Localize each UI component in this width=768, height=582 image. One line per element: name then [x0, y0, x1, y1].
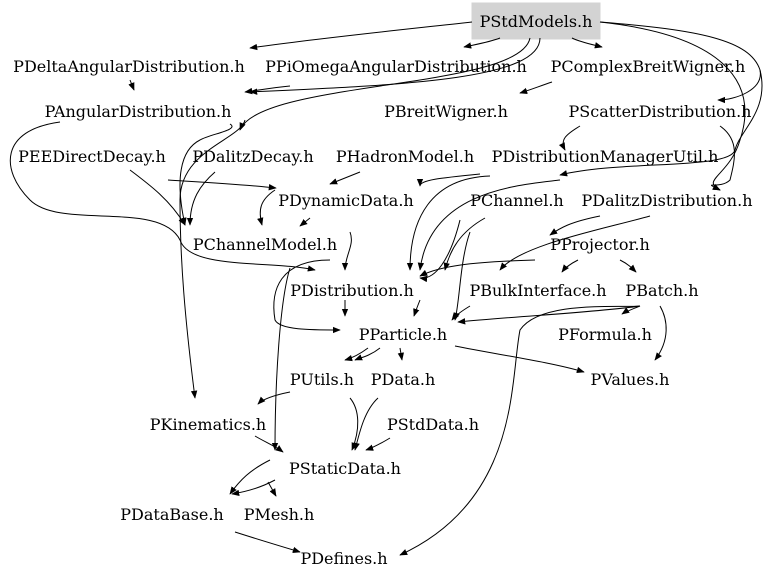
edge — [341, 231, 352, 271]
node-pstddata[interactable]: PStdData.h — [387, 415, 479, 434]
edge — [167, 179, 277, 191]
node-pparticle[interactable]: PParticle.h — [359, 325, 447, 344]
node-pbatch[interactable]: PBatch.h — [625, 281, 698, 300]
node-pdefines[interactable]: PDefines.h — [300, 549, 387, 568]
node-pdistribution[interactable]: PDistribution.h — [290, 281, 414, 300]
node-pstdmodels[interactable]: PStdModels.h — [480, 12, 593, 31]
edge — [271, 267, 291, 451]
edge — [257, 189, 276, 226]
edge — [179, 119, 246, 399]
edge — [354, 347, 381, 361]
edge — [329, 171, 361, 185]
edge — [654, 305, 667, 361]
edge — [254, 435, 284, 453]
edge — [451, 305, 471, 321]
node-pvalues[interactable]: PValues.h — [591, 370, 670, 389]
node-pdalitzdistribution[interactable]: PDalitzDistribution.h — [582, 191, 753, 210]
edge — [249, 37, 541, 95]
edge — [711, 125, 735, 191]
edge — [353, 397, 379, 451]
edge — [419, 259, 536, 277]
edge — [621, 305, 641, 315]
node-pchannel[interactable]: PChannel.h — [470, 191, 563, 210]
node-pdatabase[interactable]: PDataBase.h — [120, 505, 223, 524]
edge — [365, 437, 391, 451]
edge — [499, 215, 651, 271]
edges — [9, 21, 763, 556]
edge — [299, 217, 311, 227]
edge — [561, 259, 579, 273]
edge — [549, 215, 601, 236]
node-pdata[interactable]: PData.h — [371, 370, 436, 389]
edge — [413, 299, 421, 317]
edge — [229, 459, 271, 495]
edge — [273, 259, 341, 334]
edge — [234, 531, 301, 553]
nodes: PStdModels.h PDeltaAngularDistribution.h… — [13, 12, 752, 568]
node-pdynamicdata[interactable]: PDynamicData.h — [278, 191, 413, 210]
edge — [443, 217, 486, 271]
edge — [129, 169, 186, 226]
edge — [419, 219, 461, 283]
node-pformula[interactable]: PFormula.h — [558, 325, 652, 344]
node-peedirectdecay[interactable]: PEEDirectDecay.h — [18, 147, 166, 166]
edge — [257, 391, 291, 405]
edge — [399, 305, 641, 556]
edge — [186, 171, 216, 226]
edge — [463, 37, 501, 49]
node-pkinematics[interactable]: PKinematics.h — [150, 415, 266, 434]
edge — [454, 345, 585, 374]
edge — [417, 179, 561, 271]
edge — [128, 79, 135, 91]
node-pscatterdistribution[interactable]: PScatterDistribution.h — [569, 102, 752, 121]
edge — [406, 175, 491, 271]
edge — [397, 347, 404, 361]
edge — [267, 481, 277, 497]
edge — [519, 81, 553, 94]
edge — [559, 69, 763, 177]
node-phadronmodel[interactable]: PHadronModel.h — [336, 147, 474, 166]
edge — [249, 21, 473, 51]
node-pcomplexbreitwigner[interactable]: PComplexBreitWigner.h — [551, 57, 746, 76]
node-pdistributionmanagerutil[interactable]: PDistributionManagerUtil.h — [492, 147, 719, 166]
edge — [244, 85, 291, 95]
edge — [571, 37, 603, 49]
edge — [344, 347, 369, 362]
node-ppiomegaangulardistribution[interactable]: PPiOmegaAngularDistribution.h — [265, 57, 527, 76]
edge — [619, 259, 637, 273]
edge — [239, 37, 531, 131]
edge — [558, 125, 581, 151]
root-node-box — [471, 2, 601, 40]
node-pangulardistribution[interactable]: PAngularDistribution.h — [45, 102, 232, 121]
node-pdeltaangulardistribution[interactable]: PDeltaAngularDistribution.h — [13, 57, 245, 76]
node-pmesh[interactable]: PMesh.h — [244, 505, 315, 524]
node-pbreitwigner[interactable]: PBreitWigner.h — [384, 102, 508, 121]
node-pchannelmodel[interactable]: PChannelModel.h — [193, 235, 337, 254]
edge — [599, 21, 761, 104]
edge — [599, 21, 746, 191]
edge — [9, 121, 316, 272]
node-pdalitzdecay[interactable]: PDalitzDecay.h — [192, 147, 313, 166]
edge — [416, 173, 481, 187]
node-pprojector[interactable]: PProjector.h — [550, 235, 650, 254]
edge — [457, 305, 641, 325]
node-putils[interactable]: PUtils.h — [290, 370, 354, 389]
node-pstaticdata[interactable]: PStaticData.h — [289, 459, 401, 478]
node-pbulkinterface[interactable]: PBulkInterface.h — [469, 281, 606, 300]
